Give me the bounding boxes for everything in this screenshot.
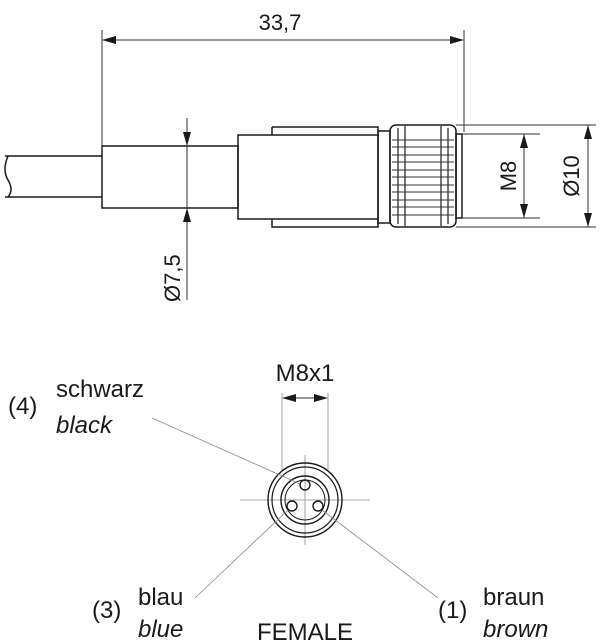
pin-3-label: (3) blau blue xyxy=(92,584,183,642)
pin-4-label: (4) schwarz black xyxy=(8,376,144,439)
pin-color-de: blau xyxy=(138,584,183,611)
pin-number: (1) xyxy=(438,597,467,624)
cable-sleeve xyxy=(101,145,239,209)
pin-number: (4) xyxy=(8,393,37,420)
pin-color-en: black xyxy=(56,412,114,439)
nut-diameter-label: Ø10 xyxy=(559,155,584,197)
thread-spec-dimension: M8x1 xyxy=(276,360,335,470)
pin-1-label: (1) braun brown xyxy=(438,584,548,642)
cable xyxy=(4,155,102,198)
gender-label: FEMALE xyxy=(257,619,353,642)
thread-spec-label: M8x1 xyxy=(276,360,335,387)
length-dimension-label: 33,7 xyxy=(259,10,302,35)
connector-face xyxy=(267,462,343,538)
face-view: M8x1 (4) schwarz black (3) blau blu xyxy=(8,360,548,642)
pin-3-socket xyxy=(286,500,298,512)
cable-diameter-label: Ø7,5 xyxy=(160,254,185,302)
nut-diameter-dimension: Ø10 xyxy=(456,124,596,228)
side-view: 33,7 Ø7,5 M8 Ø10 xyxy=(4,10,596,302)
pin-color-en: brown xyxy=(483,616,548,642)
pin-1-leader xyxy=(321,509,439,599)
thread-dimension: M8 xyxy=(462,133,540,219)
center-lines xyxy=(240,455,370,545)
thread-dimension-label: M8 xyxy=(496,161,521,192)
length-dimension: 33,7 xyxy=(101,10,465,150)
pin-color-de: schwarz xyxy=(56,376,144,403)
pin-4-socket xyxy=(299,479,311,491)
pin-3-leader xyxy=(194,509,289,599)
pin-4-leader xyxy=(151,417,301,485)
pin-number: (3) xyxy=(92,597,121,624)
pin-color-de: braun xyxy=(483,584,544,611)
pin-1-socket xyxy=(312,500,324,512)
knurled-nut xyxy=(377,124,463,228)
connector-body xyxy=(237,126,379,228)
pin-color-en: blue xyxy=(138,616,183,642)
cable-diameter-dimension: Ø7,5 xyxy=(160,118,191,302)
